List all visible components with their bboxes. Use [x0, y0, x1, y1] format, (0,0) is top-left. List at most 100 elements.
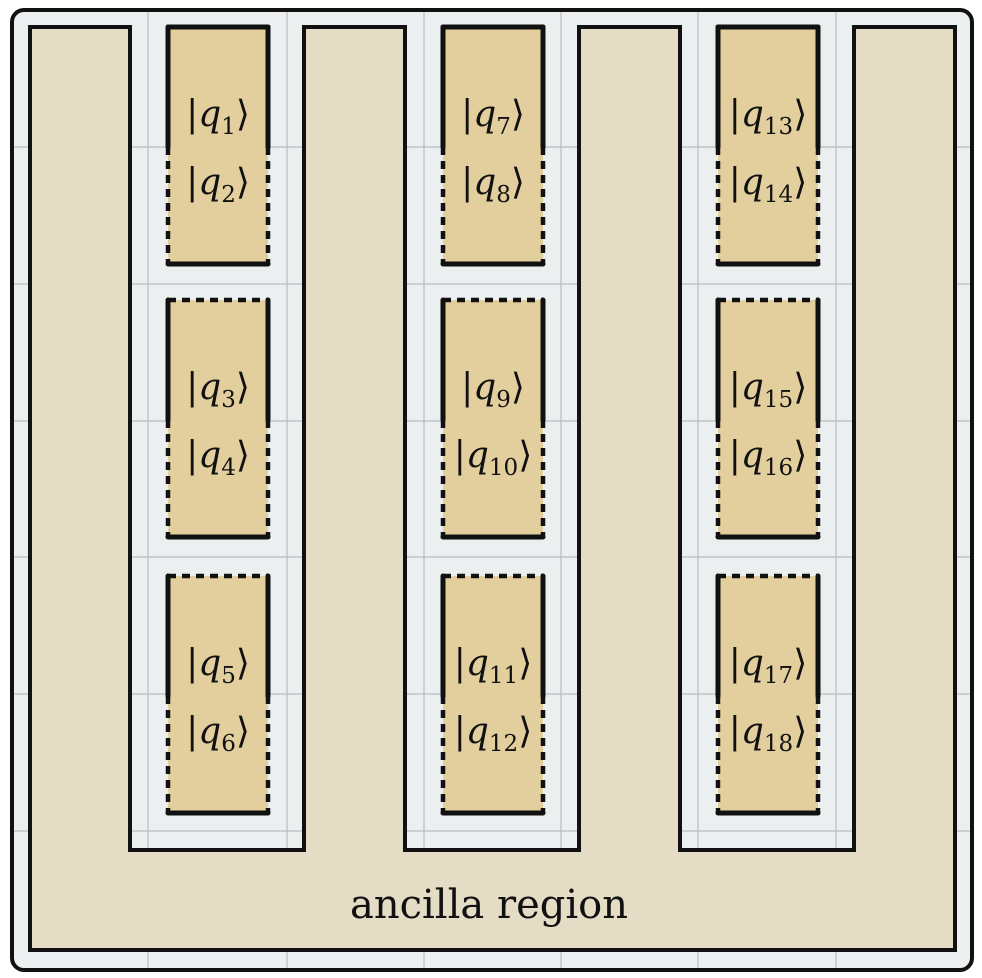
ket-subscript: 8 [496, 182, 511, 208]
ket-subscript: 2 [221, 182, 236, 208]
ket-open: | [461, 162, 473, 203]
ket-variable: q [473, 367, 496, 408]
ket-close: ⟩ [236, 711, 250, 752]
ket-variable: q [466, 643, 489, 684]
ket-open: | [186, 643, 198, 684]
ket-variable: q [741, 435, 764, 476]
qubit-block: |q11⟩|q12⟩ [440, 573, 546, 816]
ket-open: | [454, 643, 466, 684]
ket-variable: q [473, 162, 496, 203]
ket-subscript: 4 [221, 455, 236, 481]
qubit-block: |q13⟩|q14⟩ [715, 24, 821, 267]
ket-close: ⟩ [236, 94, 250, 135]
qubit-block-fill [168, 27, 268, 264]
qubit-block: |q5⟩|q6⟩ [165, 573, 271, 816]
ket-variable: q [741, 643, 764, 684]
ket-close: ⟩ [793, 711, 807, 752]
ket-variable: q [473, 94, 496, 135]
ket-subscript: 5 [221, 663, 236, 689]
ket-close: ⟩ [236, 367, 250, 408]
qubit-block: |q7⟩|q8⟩ [440, 24, 546, 267]
ket-variable: q [741, 711, 764, 752]
qubit-label: |q10⟩ [454, 435, 533, 481]
ket-close: ⟩ [511, 367, 525, 408]
ket-close: ⟩ [511, 162, 525, 203]
ket-close: ⟩ [793, 435, 807, 476]
ket-subscript: 13 [764, 114, 793, 140]
ket-open: | [186, 435, 198, 476]
ket-variable: q [198, 94, 221, 135]
ket-close: ⟩ [236, 643, 250, 684]
qubit-label: |q15⟩ [729, 367, 808, 413]
ket-close: ⟩ [236, 162, 250, 203]
ket-variable: q [198, 162, 221, 203]
qubit-label: |q3⟩ [186, 367, 250, 413]
ket-open: | [729, 435, 741, 476]
qubit-label: |q5⟩ [186, 643, 250, 689]
ket-variable: q [198, 435, 221, 476]
qubit-block: |q9⟩|q10⟩ [440, 297, 546, 540]
qubit-label: |q9⟩ [461, 367, 525, 413]
ket-close: ⟩ [518, 435, 532, 476]
ket-subscript: 7 [496, 114, 511, 140]
ket-open: | [461, 367, 473, 408]
qubit-block: |q17⟩|q18⟩ [715, 573, 821, 816]
ket-variable: q [741, 367, 764, 408]
ket-subscript: 1 [221, 114, 236, 140]
qubit-block-fill [168, 576, 268, 813]
ket-close: ⟩ [511, 94, 525, 135]
ket-close: ⟩ [518, 711, 532, 752]
ket-subscript: 17 [764, 663, 793, 689]
ket-subscript: 16 [764, 455, 793, 481]
ket-variable: q [741, 162, 764, 203]
ket-subscript: 10 [489, 455, 518, 481]
ket-subscript: 11 [489, 663, 518, 689]
qubit-block-fill [718, 27, 818, 264]
ket-close: ⟩ [236, 435, 250, 476]
qubit-block-fill [443, 300, 543, 537]
ket-close: ⟩ [793, 94, 807, 135]
ket-close: ⟩ [793, 162, 807, 203]
ket-close: ⟩ [793, 367, 807, 408]
ket-open: | [729, 94, 741, 135]
qubit-block-fill [443, 576, 543, 813]
qubit-block-fill [168, 300, 268, 537]
ket-variable: q [198, 367, 221, 408]
ket-variable: q [466, 435, 489, 476]
ket-subscript: 9 [496, 387, 511, 413]
ket-close: ⟩ [518, 643, 532, 684]
qubit-label: |q2⟩ [186, 162, 250, 208]
qubit-label: |q11⟩ [454, 643, 533, 689]
ket-open: | [186, 94, 198, 135]
ancilla-region [28, 25, 957, 952]
qubit-label: |q1⟩ [186, 94, 250, 140]
ket-open: | [186, 711, 198, 752]
qubit-label: |q16⟩ [729, 435, 808, 481]
qubit-label: |q8⟩ [461, 162, 525, 208]
ket-close: ⟩ [793, 643, 807, 684]
qubit-label: |q18⟩ [729, 711, 808, 757]
ket-subscript: 6 [221, 731, 236, 757]
qubit-label: |q17⟩ [729, 643, 808, 689]
ket-open: | [729, 162, 741, 203]
ket-open: | [454, 711, 466, 752]
qubit-block-fill [443, 27, 543, 264]
ket-subscript: 14 [764, 182, 793, 208]
qubit-block: |q3⟩|q4⟩ [165, 297, 271, 540]
qubit-label: |q7⟩ [461, 94, 525, 140]
qubit-label: |q14⟩ [729, 162, 808, 208]
ket-open: | [186, 162, 198, 203]
ancilla-region-label: ancilla region [350, 882, 628, 928]
ket-subscript: 12 [489, 731, 518, 757]
qubit-block-fill [718, 300, 818, 537]
ket-subscript: 3 [221, 387, 236, 413]
ket-variable: q [198, 643, 221, 684]
qubit-label: |q12⟩ [454, 711, 533, 757]
ket-open: | [186, 367, 198, 408]
ket-open: | [729, 367, 741, 408]
qubit-label: |q6⟩ [186, 711, 250, 757]
ket-open: | [454, 435, 466, 476]
qubit-block: |q1⟩|q2⟩ [165, 24, 271, 267]
ket-open: | [729, 643, 741, 684]
ket-variable: q [198, 711, 221, 752]
